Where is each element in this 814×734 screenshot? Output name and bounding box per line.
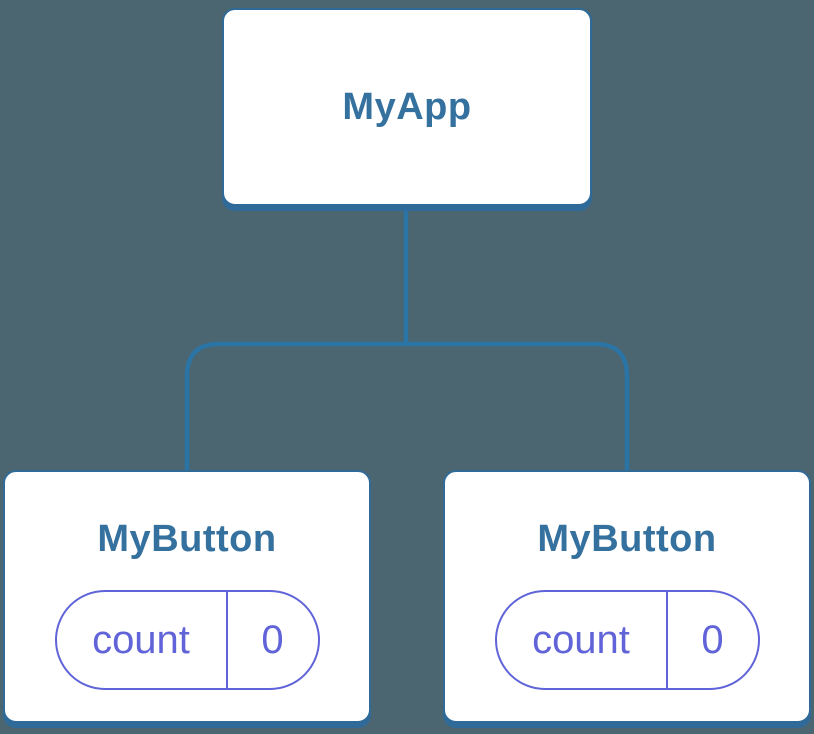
pill-divider <box>665 592 668 688</box>
component-node-myapp: MyApp <box>222 8 592 206</box>
state-name: count <box>532 617 630 662</box>
state-value: 0 <box>261 617 284 662</box>
component-node-mybutton-right: MyButton count 0 <box>443 470 811 723</box>
component-label: MyApp <box>342 86 472 128</box>
component-node-mybutton-left: MyButton count 0 <box>3 470 371 723</box>
pill-divider <box>225 592 228 688</box>
state-value: 0 <box>701 617 724 662</box>
state-pill: count 0 <box>54 590 320 690</box>
branch-line <box>184 341 630 470</box>
state-name: count <box>92 617 190 662</box>
component-label: MyButton <box>97 518 277 560</box>
state-pill: count 0 <box>494 590 760 690</box>
component-label: MyButton <box>537 518 717 560</box>
